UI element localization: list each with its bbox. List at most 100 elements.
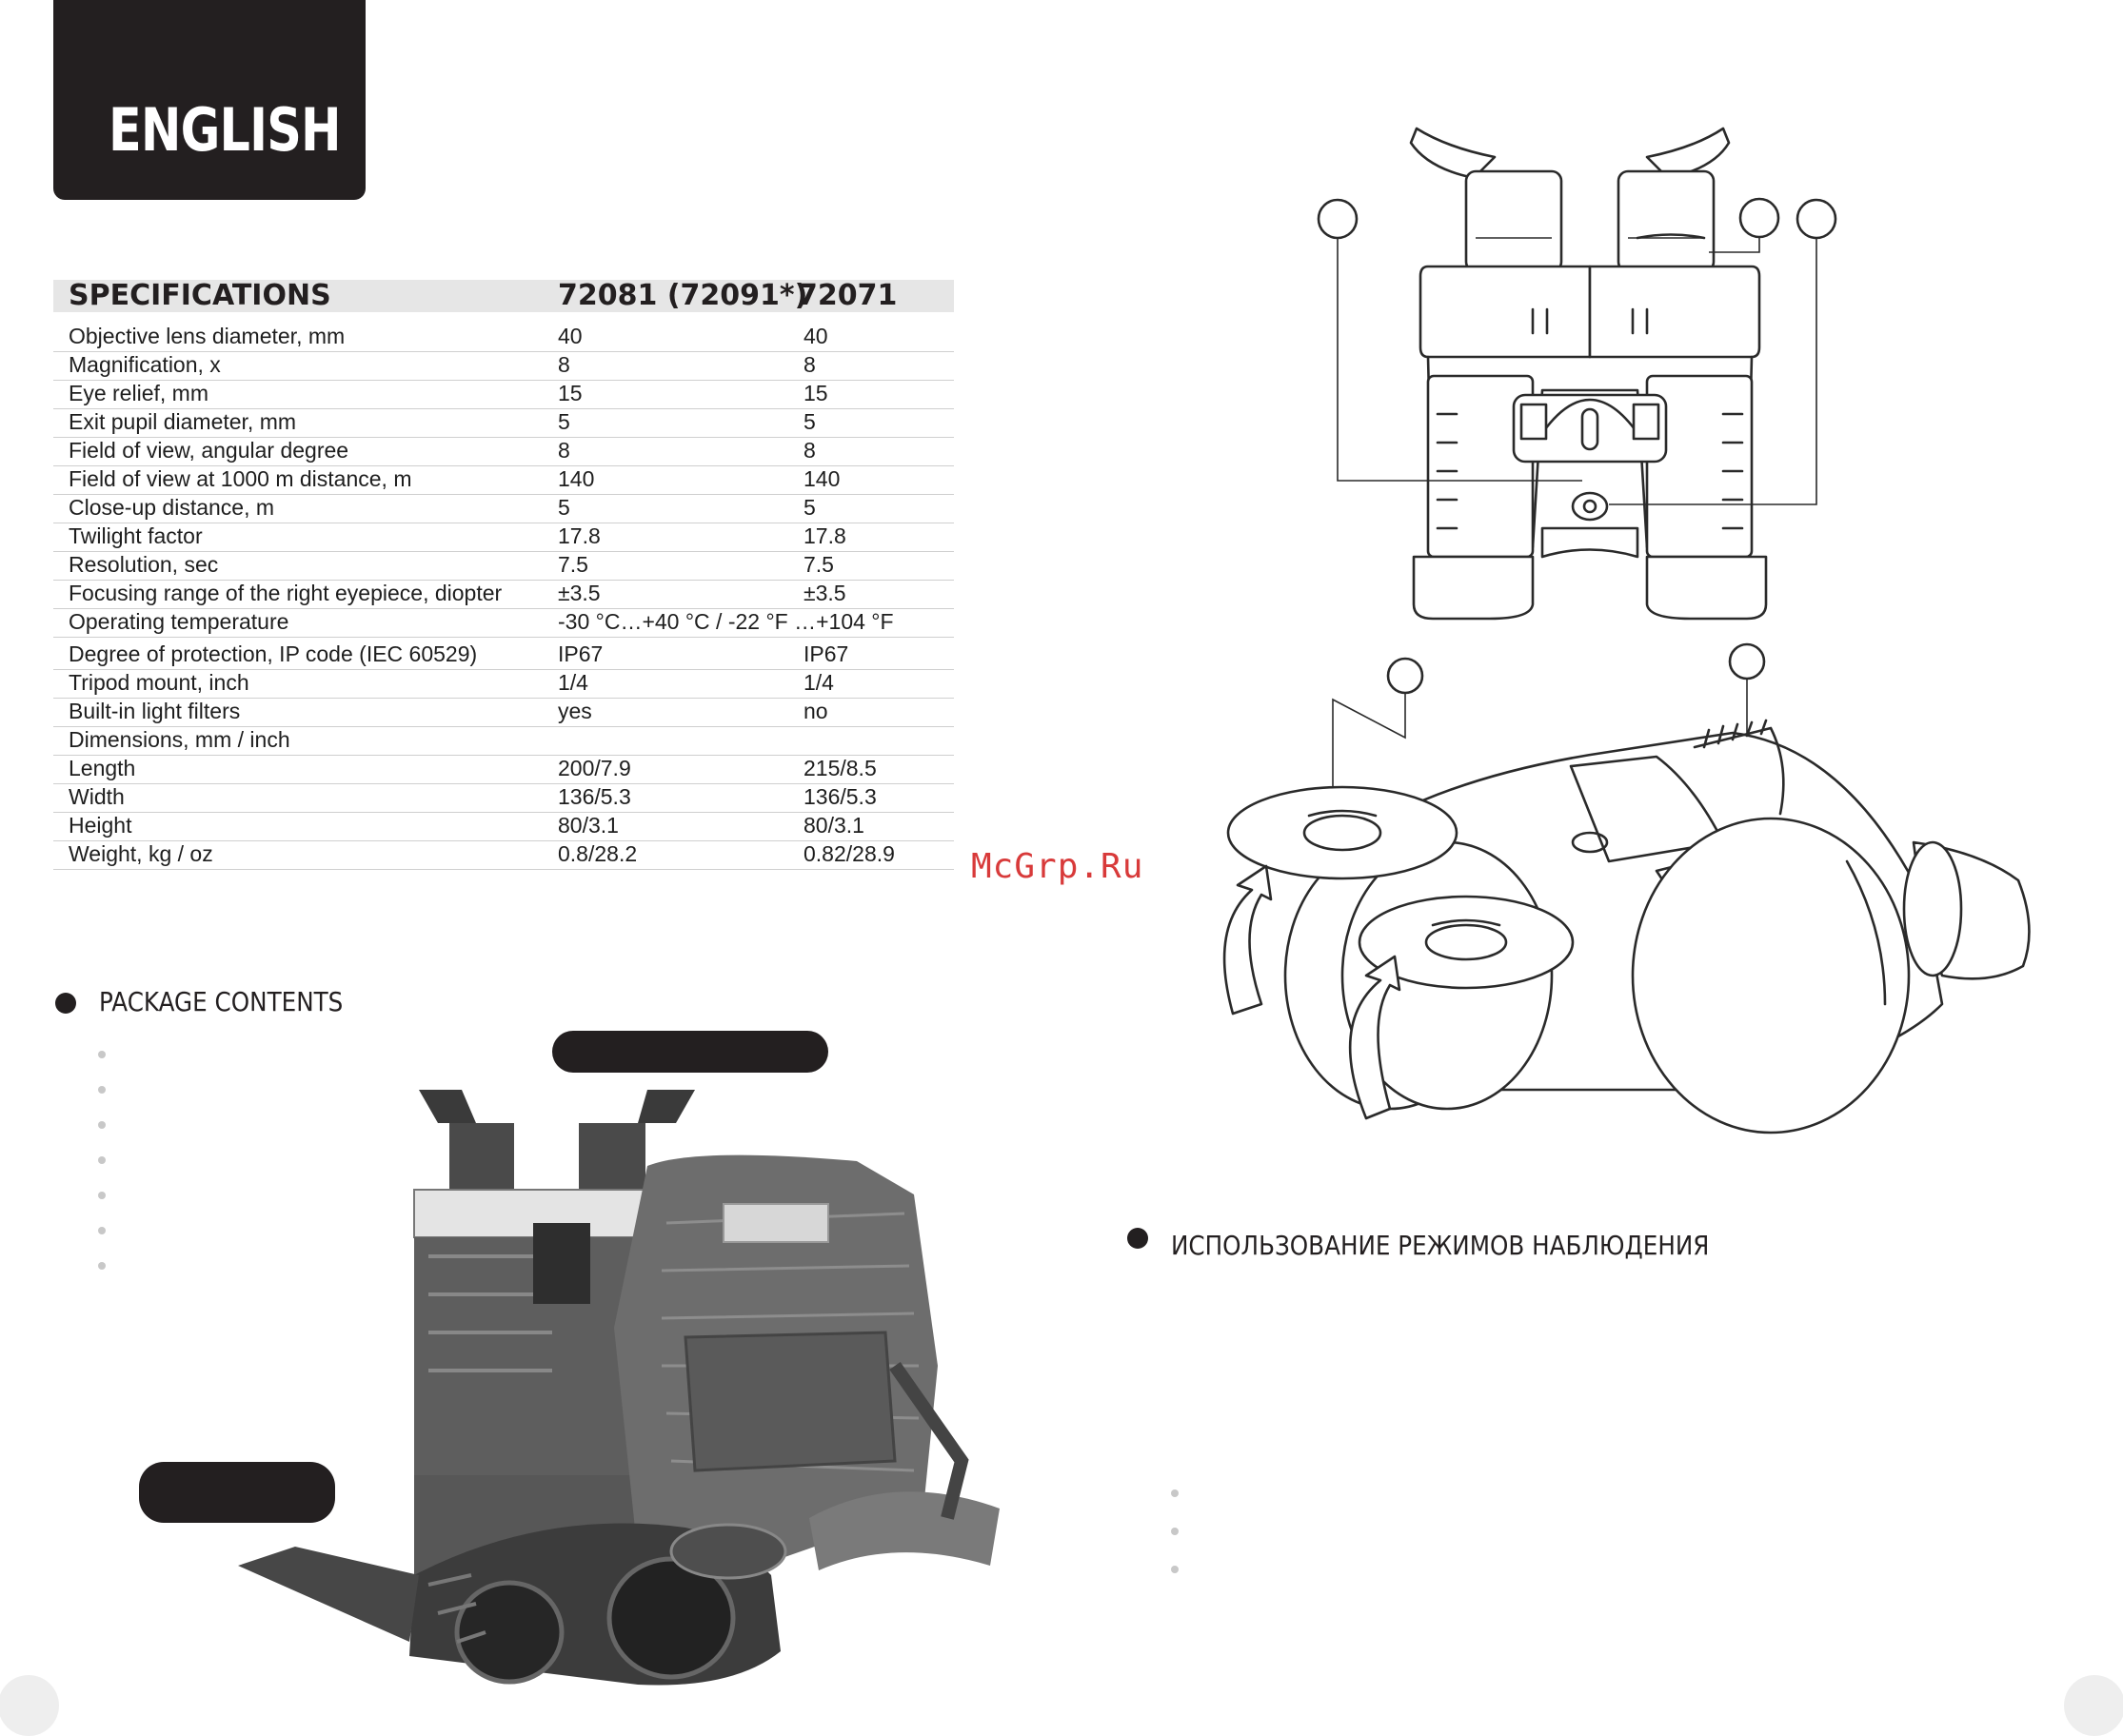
spec-label: Width	[69, 784, 125, 809]
spec-row: Focusing range of the right eyepiece, di…	[53, 581, 954, 609]
specs-model-b: 72071	[798, 279, 898, 312]
language-tab: ENGLISH	[53, 0, 366, 200]
binoculars-caps-diagram-icon	[1222, 642, 2031, 1134]
spec-row: Length 200/7.9 215/8.5	[53, 756, 954, 784]
spec-label: Length	[69, 756, 136, 780]
list-dot	[98, 1051, 106, 1058]
spec-row: Objective lens diameter, mm 40 40	[53, 324, 954, 352]
spec-value-a: -30 °C…+40 °C / -22 °F …+104 °F	[558, 609, 894, 634]
spec-value-b: 1/4	[804, 670, 834, 695]
spec-value-a: 140	[558, 466, 595, 491]
spec-label: Operating temperature	[69, 609, 289, 634]
spec-label: Degree of protection, IP code (IEC 60529…	[69, 641, 478, 666]
list-dot	[98, 1262, 106, 1270]
spec-row: Twilight factor 17.8 17.8	[53, 523, 954, 552]
spec-row: Degree of protection, IP code (IEC 60529…	[53, 638, 954, 670]
spec-value-a: 15	[558, 381, 583, 405]
spec-label: Twilight factor	[69, 523, 203, 548]
spec-value-b: 8	[804, 438, 816, 463]
spec-value-a: 1/4	[558, 670, 588, 695]
spec-value-a: 200/7.9	[558, 756, 631, 780]
spec-row: Weight, kg / oz 0.8/28.2 0.82/28.9	[53, 841, 954, 870]
spec-value-b: 80/3.1	[804, 813, 864, 838]
spec-row: Operating temperature -30 °C…+40 °C / -22…	[53, 609, 954, 638]
spec-value-b: 7.5	[804, 552, 834, 577]
spec-value-b: no	[804, 699, 828, 723]
spec-value-b: 5	[804, 495, 816, 520]
spec-value-a: 5	[558, 495, 570, 520]
spec-value-b: 215/8.5	[804, 756, 877, 780]
spec-value-a: 7.5	[558, 552, 588, 577]
spec-label: Tripod mount, inch	[69, 670, 249, 695]
spec-value-a: yes	[558, 699, 592, 723]
spec-row: Tripod mount, inch 1/4 1/4	[53, 670, 954, 699]
spec-label: Field of view at 1000 m distance, m	[69, 466, 412, 491]
spec-value-a: 5	[558, 409, 570, 434]
spec-value-b: 136/5.3	[804, 784, 877, 809]
specs-table: Objective lens diameter, mm 40 40 Magnific…	[53, 324, 954, 870]
spec-label: Exit pupil diameter, mm	[69, 409, 297, 434]
specs-header: SPECIFICATIONS 72081 (72091*) 72071	[53, 280, 954, 312]
list-dot	[1171, 1489, 1179, 1497]
spec-label: Objective lens diameter, mm	[69, 324, 346, 348]
observation-modes-title: ИСПОЛЬЗОВАНИЕ РЕЖИМОВ НАБЛЮДЕНИЯ	[1171, 1230, 1710, 1261]
spec-label: Field of view, angular degree	[69, 438, 349, 463]
package-contents-title: PACKAGE CONTENTS	[99, 986, 344, 1017]
page-number-left	[0, 1675, 59, 1736]
spec-row: Field of view at 1000 m distance, m 140 14…	[53, 466, 954, 495]
spec-label: Built-in light filters	[69, 699, 241, 723]
list-dot	[98, 1121, 106, 1129]
spec-row: Dimensions, mm / inch	[53, 727, 954, 756]
spec-value-b: ±3.5	[804, 581, 846, 605]
spec-value-a: IP67	[558, 641, 604, 666]
language-tab-label: ENGLISH	[109, 95, 342, 165]
binoculars-case-photo-icon	[238, 1090, 1000, 1686]
list-dot	[1171, 1566, 1179, 1573]
spec-row: Exit pupil diameter, mm 5 5	[53, 409, 954, 438]
spec-value-b: 0.82/28.9	[804, 841, 895, 866]
spec-value-a: 8	[558, 438, 570, 463]
redacted-label-bar	[552, 1031, 828, 1073]
spec-label: Resolution, sec	[69, 552, 219, 577]
list-dot	[98, 1156, 106, 1164]
spec-label: Eye relief, mm	[69, 381, 208, 405]
spec-label: Dimensions, mm / inch	[69, 727, 290, 752]
spec-value-b: 140	[804, 466, 841, 491]
spec-row: Magnification, x 8 8	[53, 352, 954, 381]
spec-row: Eye relief, mm 15 15	[53, 381, 954, 409]
page-number-right	[2064, 1675, 2123, 1736]
spec-value-a: 17.8	[558, 523, 601, 548]
watermark: McGrp.Ru	[971, 847, 1144, 886]
list-dot	[1171, 1528, 1179, 1535]
spec-value-a: ±3.5	[558, 581, 601, 605]
spec-label: Height	[69, 813, 132, 838]
section-bullet	[55, 993, 76, 1014]
binoculars-front-diagram-icon	[1317, 127, 1837, 621]
spec-row: Width 136/5.3 136/5.3	[53, 784, 954, 813]
spec-value-b: 17.8	[804, 523, 846, 548]
spec-row: Built-in light filters yes no	[53, 699, 954, 727]
redacted-label-bar	[139, 1462, 335, 1523]
spec-label: Weight, kg / oz	[69, 841, 213, 866]
spec-value-b: 8	[804, 352, 816, 377]
spec-value-a: 40	[558, 324, 583, 348]
specs-model-a: 72081 (72091*)	[558, 279, 808, 312]
spec-row: Field of view, angular degree 8 8	[53, 438, 954, 466]
list-dot	[98, 1227, 106, 1234]
spec-value-b: 15	[804, 381, 828, 405]
spec-value-b: 40	[804, 324, 828, 348]
spec-row: Resolution, sec 7.5 7.5	[53, 552, 954, 581]
section-bullet	[1127, 1228, 1148, 1249]
list-dot	[98, 1086, 106, 1094]
spec-label: Close-up distance, m	[69, 495, 275, 520]
spec-value-b: 5	[804, 409, 816, 434]
spec-value-a: 0.8/28.2	[558, 841, 638, 866]
list-dot	[98, 1192, 106, 1199]
spec-value-a: 80/3.1	[558, 813, 619, 838]
spec-value-b: IP67	[804, 641, 849, 666]
spec-label: Magnification, x	[69, 352, 221, 377]
spec-value-a: 136/5.3	[558, 784, 631, 809]
spec-value-a: 8	[558, 352, 570, 377]
specs-title: SPECIFICATIONS	[69, 279, 331, 312]
spec-row: Close-up distance, m 5 5	[53, 495, 954, 523]
